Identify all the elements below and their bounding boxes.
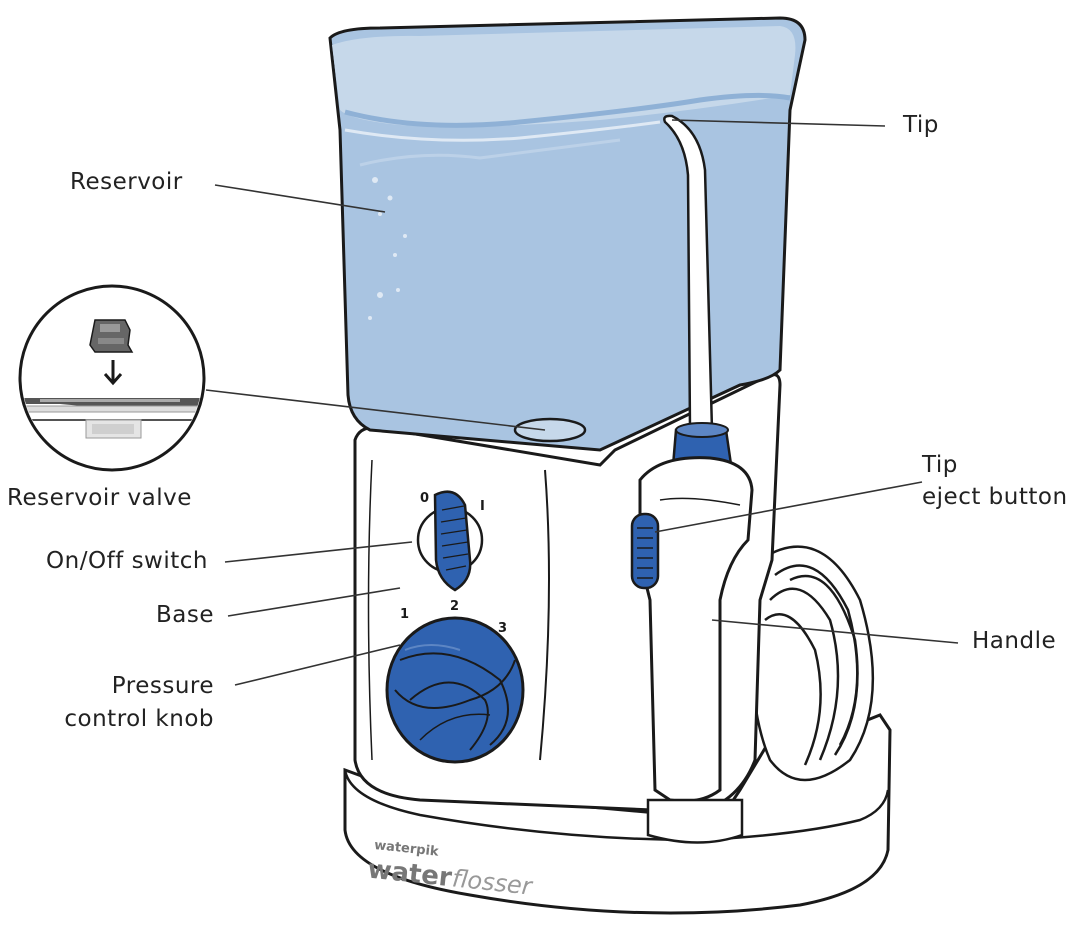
handle-holder — [646, 798, 744, 844]
arrow-down-icon — [103, 360, 123, 386]
brand-small: waterpik — [373, 838, 439, 860]
label-base: Base — [155, 602, 214, 628]
label-tip-eject-line1: Tip — [922, 452, 958, 478]
hose-coil — [750, 545, 875, 782]
switch-mark-on: I — [480, 499, 485, 514]
label-reservoir: Reservoir — [70, 169, 183, 195]
tip-eject-button — [630, 512, 660, 590]
switch-mark-off: 0 — [420, 491, 429, 506]
label-reservoir-valve: Reservoir valve — [7, 485, 192, 511]
tip — [663, 114, 714, 432]
label-pressure-line2: control knob — [64, 706, 214, 732]
label-tip-eject-line2: eject button — [922, 484, 1068, 510]
pressure-mark-3: 3 — [498, 621, 507, 636]
leader-lines — [205, 119, 959, 686]
label-tip: Tip — [903, 112, 939, 138]
label-on-off-switch: On/Off switch — [46, 548, 208, 574]
pressure-control-knob: 1 2 3 — [385, 599, 525, 764]
label-handle: Handle — [972, 628, 1057, 654]
base-tray — [343, 713, 892, 915]
on-off-switch: 0 I — [416, 490, 485, 592]
pressure-mark-2: 2 — [450, 599, 459, 614]
label-pressure-line1: Pressure — [111, 673, 214, 699]
pressure-mark-1: 1 — [400, 607, 409, 622]
reservoir-valve-inset — [18, 284, 206, 472]
water-bubbles — [368, 177, 407, 320]
reservoir-valve — [513, 417, 587, 443]
